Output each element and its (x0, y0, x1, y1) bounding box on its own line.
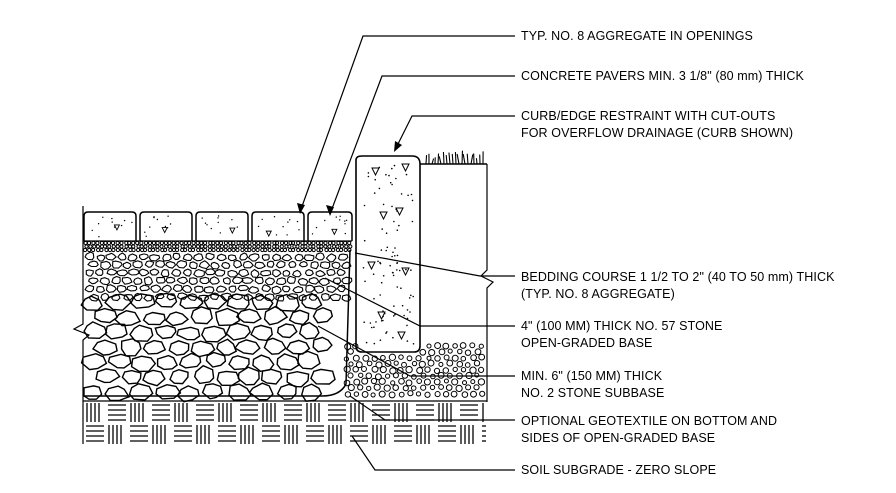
soil-subgrade-hatch (83, 400, 487, 444)
label-concrete-pavers: CONCRETE PAVERS MIN. 3 1/8" (80 mm) THIC… (521, 69, 804, 83)
label-subbase-line1: MIN. 6" (150 MM) THICK (521, 369, 663, 383)
label-curb-line2: FOR OVERFLOW DRAINAGE (CURB SHOWN) (521, 126, 793, 140)
geotextile-line (83, 249, 351, 397)
no2-stone-subbase (80, 292, 336, 403)
label-geotextile-line1: OPTIONAL GEOTEXTILE ON BOTTOM AND (521, 414, 777, 428)
right-ground (343, 150, 495, 402)
label-aggregate-openings: TYP. NO. 8 AGGREGATE IN OPENINGS (521, 29, 753, 43)
right-stone-fill (343, 342, 486, 399)
label-base-line2: OPEN-GRADED BASE (521, 336, 653, 350)
bedding-course (83, 240, 353, 253)
leader-lines (297, 35, 515, 471)
label-subbase-line2: NO. 2 STONE SUBBASE (521, 386, 664, 400)
no57-stone-base (84, 251, 353, 302)
label-soil-subgrade: SOIL SUBGRADE - ZERO SLOPE (521, 463, 716, 477)
curb-edge-restraint (355, 155, 421, 353)
label-curb-line1: CURB/EDGE RESTRAINT WITH CUT-OUTS (521, 109, 775, 123)
grass-tufts (425, 150, 484, 165)
left-break-line (72, 206, 91, 444)
label-bedding-line1: BEDDING COURSE 1 1/2 TO 2" (40 TO 50 mm)… (521, 270, 835, 284)
label-bedding-line2: (TYP. NO. 8 AGGREGATE) (521, 287, 675, 301)
label-base-line1: 4" (100 MM) THICK NO. 57 STONE (521, 319, 722, 333)
label-geotextile-line2: SIDES OF OPEN-GRADED BASE (521, 431, 715, 445)
annotation-labels: TYP. NO. 8 AGGREGATE IN OPENINGS CONCRET… (521, 29, 835, 477)
concrete-pavers (83, 211, 353, 242)
